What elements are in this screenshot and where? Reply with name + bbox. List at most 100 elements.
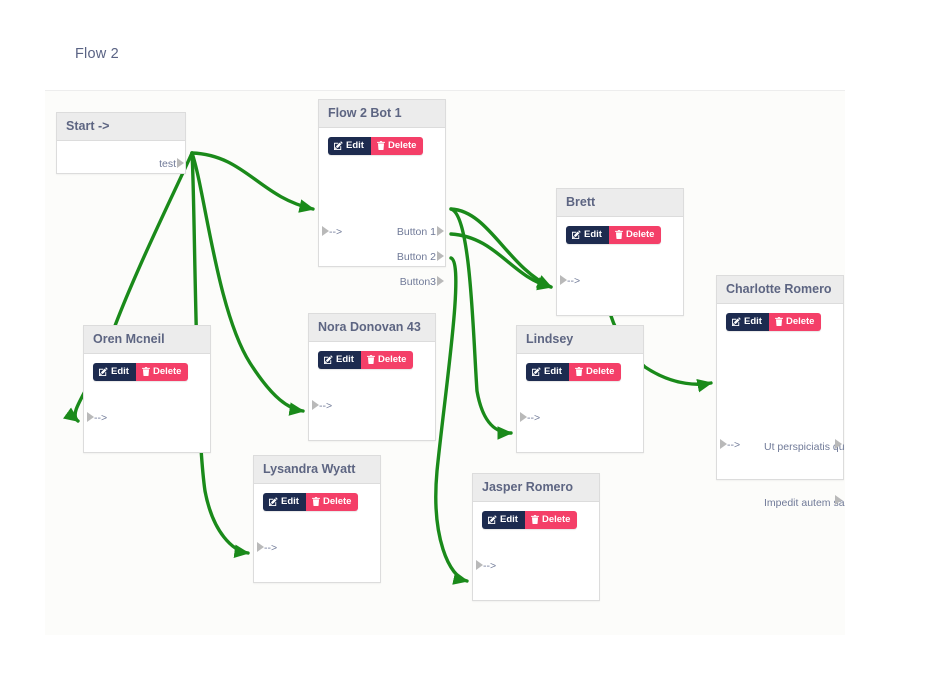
output-port-charlotte-2[interactable]: Impedit autem sapie: [764, 495, 845, 509]
node-title-oren: Oren Mcneil: [84, 326, 210, 354]
output-port-flow2bot1-3[interactable]: Button3: [400, 276, 444, 288]
port-connector-icon: [560, 275, 567, 285]
edge-flow2bot1-button1b-to-lindsey-in: [449, 207, 513, 440]
port-connector-icon: [520, 412, 527, 422]
port-connector-icon: [476, 560, 483, 570]
pencil-square-icon: [99, 367, 108, 377]
input-port-nora[interactable]: -->: [312, 400, 332, 412]
edge-start-test-to-flow2bot1-in: [190, 151, 315, 213]
port-connector-icon: [322, 226, 329, 236]
port-connector-icon: [177, 158, 184, 168]
delete-button-flow2bot1[interactable]: Delete: [370, 137, 424, 155]
input-port-brett[interactable]: -->: [560, 275, 580, 287]
edge-flow2bot1-button1-to-brett-in: [449, 207, 553, 289]
delete-button-nora[interactable]: Delete: [360, 351, 414, 369]
output-port-flow2bot1-1[interactable]: Button 1: [397, 226, 444, 238]
port-connector-icon: [437, 226, 444, 236]
trash-icon: [312, 497, 320, 507]
delete-button-brett[interactable]: Delete: [608, 226, 662, 244]
trash-icon: [775, 317, 783, 327]
edit-button-label: Edit: [281, 496, 299, 507]
port-connector-icon: [835, 439, 842, 449]
input-port-lindsey[interactable]: -->: [520, 412, 540, 424]
input-port-flow2bot1[interactable]: -->: [322, 226, 342, 238]
output-port-charlotte-1[interactable]: Ut perspiciatis qua: [764, 439, 845, 453]
node-body-nora: Edit Delete -->: [309, 342, 435, 441]
delete-button-oren[interactable]: Delete: [135, 363, 189, 381]
delete-button-label: Delete: [152, 366, 182, 377]
input-port-oren[interactable]: -->: [87, 412, 107, 424]
port-connector-icon: [87, 412, 94, 422]
delete-button-label: Delete: [785, 316, 815, 327]
node-title-lysandra: Lysandra Wyatt: [254, 456, 380, 484]
trash-icon: [531, 515, 539, 525]
output-port-flow2bot1-2[interactable]: Button 2: [397, 251, 444, 263]
delete-button-label: Delete: [625, 229, 655, 240]
edit-button-oren[interactable]: Edit: [93, 363, 136, 381]
edge-flow2bot1-button2-to-brett-in: [449, 232, 553, 291]
input-port-lysandra[interactable]: -->: [257, 542, 277, 554]
node-actions-brett: Edit Delete: [566, 226, 662, 244]
input-port-charlotte[interactable]: -->: [720, 439, 740, 451]
port-connector-icon: [437, 251, 444, 261]
edit-button-label: Edit: [584, 229, 602, 240]
edit-button-jasper[interactable]: Edit: [482, 511, 525, 529]
edit-button-lindsey[interactable]: Edit: [526, 363, 569, 381]
pencil-square-icon: [732, 317, 741, 327]
pencil-square-icon: [334, 141, 343, 151]
node-body-oren: Edit Delete -->: [84, 354, 210, 453]
node-title-jasper: Jasper Romero: [473, 474, 599, 502]
node-body-brett: Edit Delete -->: [557, 217, 683, 316]
delete-button-label: Delete: [387, 140, 417, 151]
node-body-lysandra: Edit Delete -->: [254, 484, 380, 583]
edit-button-label: Edit: [500, 514, 518, 525]
port-connector-icon: [720, 439, 727, 449]
node-actions-nora: Edit Delete: [318, 351, 414, 369]
delete-button-label: Delete: [322, 496, 352, 507]
node-body-flow2bot1: Edit Delete --> Button 1 Button 2 Button3: [319, 128, 445, 287]
trash-icon: [142, 367, 150, 377]
port-connector-icon: [312, 400, 319, 410]
node-body-jasper: Edit Delete -->: [473, 502, 599, 601]
node-start[interactable]: Start ->test: [56, 112, 186, 174]
trash-icon: [615, 230, 623, 240]
delete-button-label: Delete: [377, 354, 407, 365]
pencil-square-icon: [324, 355, 333, 365]
node-actions-flow2bot1: Edit Delete: [328, 137, 424, 155]
trash-icon: [377, 141, 385, 151]
node-actions-charlotte: Edit Delete: [726, 313, 822, 331]
edit-button-label: Edit: [336, 354, 354, 365]
delete-button-jasper[interactable]: Delete: [524, 511, 578, 529]
node-actions-jasper: Edit Delete: [482, 511, 578, 529]
output-port-start-1[interactable]: test: [159, 158, 184, 170]
port-connector-icon: [835, 495, 842, 505]
input-port-jasper[interactable]: -->: [476, 560, 496, 572]
delete-button-lindsey[interactable]: Delete: [568, 363, 622, 381]
edge-flow2bot1-button3-to-jasper-in: [434, 256, 469, 585]
edit-button-brett[interactable]: Edit: [566, 226, 609, 244]
delete-button-charlotte[interactable]: Delete: [768, 313, 822, 331]
edit-button-flow2bot1[interactable]: Edit: [328, 137, 371, 155]
node-body-start: test: [57, 141, 185, 174]
pencil-square-icon: [269, 497, 278, 507]
trash-icon: [367, 355, 375, 365]
edit-button-charlotte[interactable]: Edit: [726, 313, 769, 331]
node-actions-lysandra: Edit Delete: [263, 493, 359, 511]
edit-button-lysandra[interactable]: Edit: [263, 493, 306, 511]
delete-button-lysandra[interactable]: Delete: [305, 493, 359, 511]
edit-button-nora[interactable]: Edit: [318, 351, 361, 369]
edit-button-label: Edit: [346, 140, 364, 151]
node-title-brett: Brett: [557, 189, 683, 217]
delete-button-label: Delete: [541, 514, 571, 525]
